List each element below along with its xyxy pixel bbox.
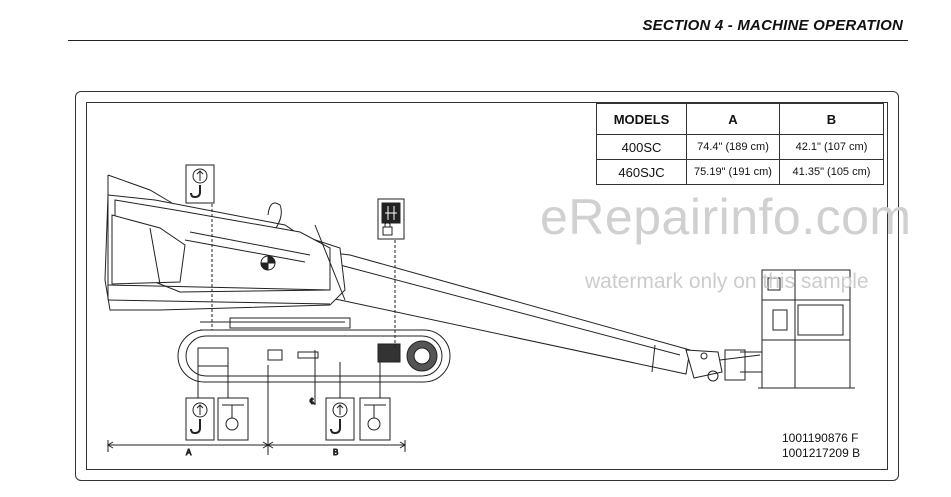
dimension-label-a: A: [186, 448, 192, 457]
boom: [289, 247, 761, 382]
figure-inner-frame: [86, 102, 888, 470]
turntable: [104, 174, 346, 311]
figure-frame: [75, 91, 899, 481]
table-cell-a: 75.19" (191 cm): [686, 159, 780, 185]
model-dimension-table: MODELS A B 400SC 74.4" (189 cm) 42.1" (1…: [596, 103, 884, 185]
tie-down-icon: [359, 397, 391, 441]
table-row: 400SC 74.4" (189 cm) 42.1" (107 cm): [596, 134, 884, 160]
column-header-models: MODELS: [596, 103, 687, 135]
table-row: 460SJC 75.19" (191 cm) 41.35" (105 cm): [596, 159, 884, 185]
lock-icon: [377, 198, 405, 240]
column-header-b: B: [779, 103, 884, 135]
table-cell-model: 460SJC: [596, 159, 687, 185]
part-numbers: 1001190876 F 1001217209 B: [782, 431, 860, 461]
track: [177, 317, 451, 383]
part-number: 1001190876 F: [782, 431, 859, 445]
centerline-symbol: ℄: [309, 397, 316, 406]
table-cell-b: 41.35" (105 cm): [779, 159, 884, 185]
lift-hook-icon: [185, 164, 215, 204]
platform: [724, 269, 855, 389]
part-number: 1001217209 B: [782, 446, 861, 460]
table-cell-model: 400SC: [596, 134, 687, 160]
lift-hook-icon: [185, 397, 215, 441]
lift-hook-icon: [325, 397, 355, 441]
table-cell-a: 74.4" (189 cm): [686, 134, 780, 160]
watermark-site: eRepairinfo.com: [540, 189, 912, 245]
tie-down-icon: [217, 397, 249, 441]
watermark-note: watermark only on this sample: [585, 270, 869, 293]
section-header: SECTION 4 - MACHINE OPERATION: [642, 17, 903, 34]
column-header-a: A: [686, 103, 780, 135]
table-header-row: MODELS A B: [596, 103, 884, 135]
dimension-label-b: B: [333, 448, 338, 457]
header-rule: [68, 40, 908, 41]
table-cell-b: 42.1" (107 cm): [779, 134, 884, 160]
